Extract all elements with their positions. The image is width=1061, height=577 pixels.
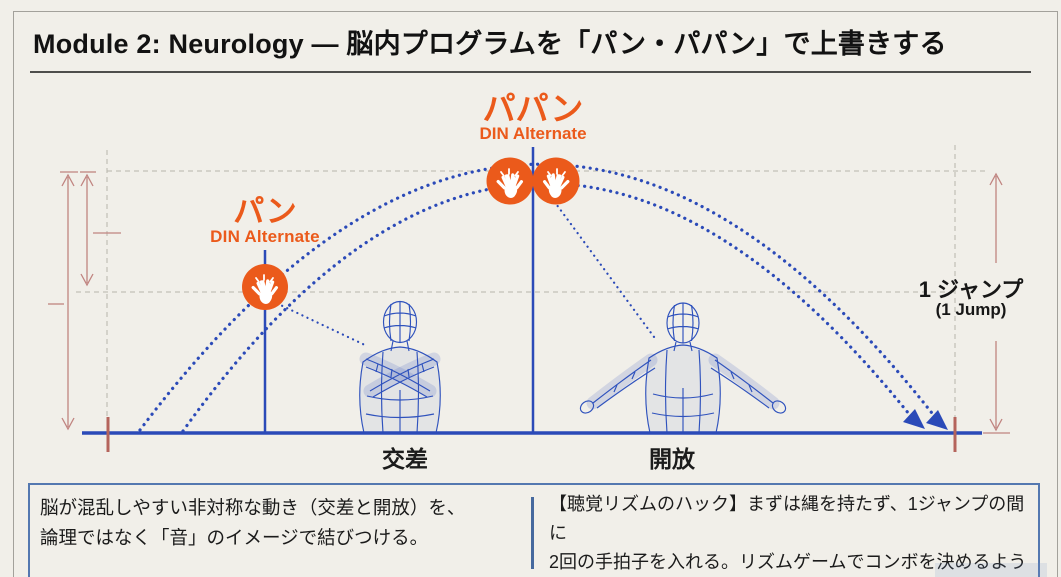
- figure-open-label: 開放: [649, 446, 695, 472]
- arc-arrowhead-inner: [903, 409, 925, 429]
- note-right-text: 【聴覚リズムのハック】まずは縄を持たず、1ジャンプの間に 2回の手拍子を入れる。…: [549, 494, 1027, 572]
- title-divider: [30, 71, 1031, 73]
- jump-label: 1 ジャンプ: [918, 277, 1024, 302]
- figure-crossed-label: 交差: [382, 446, 428, 472]
- guide-lines: [76, 145, 988, 433]
- watermark: [935, 563, 1047, 577]
- ground-ticks: [106, 417, 957, 452]
- clap2-sublabel: DIN Alternate: [479, 124, 587, 143]
- clap2-label: パパン: [482, 90, 584, 127]
- measurement-arrows: [48, 171, 1010, 434]
- clap1-sublabel: DIN Alternate: [210, 227, 320, 246]
- clap1-label: パン: [233, 194, 297, 229]
- clap2-connector: [549, 195, 659, 343]
- figure-crossed: [359, 300, 441, 434]
- clap1-connector: [270, 299, 369, 348]
- jump-arc-outer: [138, 162, 937, 432]
- jump-arc-inner: [181, 181, 915, 433]
- page-title: Module 2: Neurology — 脳内プログラムを「パン・パパン」で上…: [33, 29, 947, 59]
- note-box: [28, 483, 1040, 577]
- clap2-marker: [486, 157, 580, 205]
- figure-open: [579, 302, 787, 434]
- jump-sublabel: (1 Jump): [935, 300, 1007, 319]
- note-divider-bar: [531, 497, 534, 569]
- note-left-text: 脳が混乱しやすい非対称な動き（交差と開放）を、 論理ではなく「音」のイメージで結…: [40, 497, 466, 548]
- clap1-marker: [242, 264, 288, 310]
- arc-arrowhead-outer: [926, 410, 948, 430]
